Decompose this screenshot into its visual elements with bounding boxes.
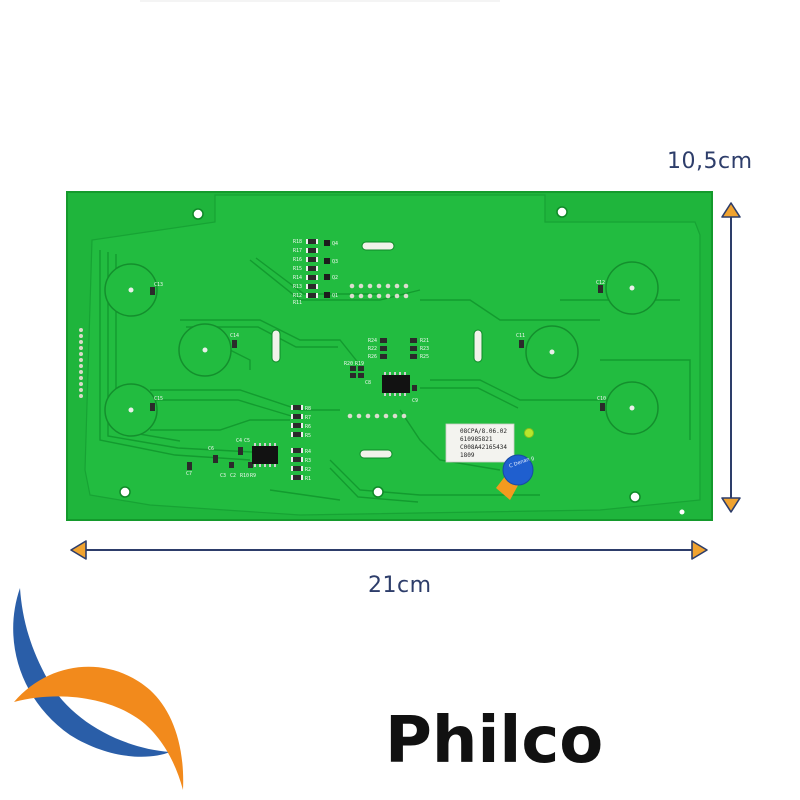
brand-wordmark: Philco xyxy=(385,704,603,778)
swoosh-orange xyxy=(14,666,184,790)
silk-label: R8 xyxy=(305,406,311,412)
silk-label: R26 xyxy=(368,354,377,360)
silk-label: R5 xyxy=(305,433,311,439)
smd-capacitors xyxy=(150,285,605,470)
silk-label: C9 xyxy=(412,398,418,404)
silk-label: R16 xyxy=(293,257,302,263)
smd-resistors xyxy=(291,239,417,480)
buzzer-disc xyxy=(502,454,534,486)
height-label: 10,5cm xyxy=(667,149,753,174)
silk-label: C7 xyxy=(186,471,192,477)
ic-chips xyxy=(252,372,410,467)
width-dimension: 21cm xyxy=(70,540,708,598)
board-edge xyxy=(66,191,713,521)
silk-label: C11 xyxy=(516,333,525,339)
arrow-up-icon xyxy=(721,202,741,218)
silk-label: R6 xyxy=(305,424,311,430)
sticker-line-3: C008A42165434 xyxy=(460,444,507,451)
silk-label: C15 xyxy=(154,396,163,402)
ic-secondary xyxy=(252,446,278,464)
silk-label: R25 xyxy=(420,354,429,360)
philco-swoosh-icon xyxy=(13,588,184,790)
arrow-down-icon xyxy=(721,497,741,513)
circuit-board: C13 C12 C14 C11 C15 C10 Q4 Q3 Q2 Q1 R18 … xyxy=(66,191,713,521)
swoosh-blue xyxy=(13,588,171,757)
board-sticker: 08CPA/8.06.02 610985821 C008A42165434 18… xyxy=(445,423,515,463)
silk-label: R10 xyxy=(240,473,249,479)
silk-label: R18 xyxy=(293,239,302,245)
silk-label: R9 xyxy=(250,473,256,479)
silk-label: R13 xyxy=(293,284,302,290)
sticker-line-4: 1809 xyxy=(460,452,475,459)
silk-label: R21 xyxy=(420,338,429,344)
silkscreen-labels: C13 C12 C14 C11 C15 C10 Q4 Q3 Q2 Q1 R18 … xyxy=(154,239,606,482)
silk-label: C12 xyxy=(596,280,605,286)
silk-label: C6 xyxy=(208,446,214,452)
silk-label: R7 xyxy=(305,415,311,421)
sticker-line-1: 08CPA/8.06.02 xyxy=(460,428,507,435)
silk-label: R24 xyxy=(368,338,377,344)
silk-label: C4 xyxy=(236,438,242,444)
silk-label: R17 xyxy=(293,248,302,254)
silk-label: R22 xyxy=(368,346,377,352)
silk-label: C13 xyxy=(154,282,163,288)
silk-label: Q3 xyxy=(332,259,338,265)
led-indicator xyxy=(524,428,534,438)
silk-label: Q2 xyxy=(332,275,338,281)
silk-label: C10 xyxy=(597,396,606,402)
silk-label: R14 xyxy=(293,275,302,281)
silk-label: R11 xyxy=(293,300,302,306)
fiducial xyxy=(679,509,685,515)
ground-pour xyxy=(84,194,701,516)
silk-label: C14 xyxy=(230,333,239,339)
silk-label: C3 xyxy=(220,473,226,479)
silk-label: R15 xyxy=(293,266,302,272)
height-dimension: 10,5cm xyxy=(667,149,753,513)
silk-label: Q4 xyxy=(332,241,338,247)
silk-label: Q1 xyxy=(332,293,338,299)
arrow-right-icon xyxy=(691,540,708,560)
silk-label: R1 xyxy=(305,476,311,482)
trace-group xyxy=(99,250,691,503)
silk-label: C2 xyxy=(230,473,236,479)
silk-label: R2 xyxy=(305,467,311,473)
width-label: 21cm xyxy=(368,573,432,598)
silk-label: R23 xyxy=(420,346,429,352)
touch-pad-centers xyxy=(128,285,635,413)
edge-connector xyxy=(79,328,83,398)
buzzer-component: C Denan g xyxy=(496,454,535,500)
sticker-line-2: 610985821 xyxy=(460,436,493,443)
transistors xyxy=(324,240,330,298)
mounting-holes xyxy=(119,206,641,503)
silk-label: R3 xyxy=(305,458,311,464)
silk-label: C8 xyxy=(365,380,371,386)
silk-label: R4 xyxy=(305,449,311,455)
header-pins xyxy=(347,283,409,419)
silk-label: R20 xyxy=(344,361,353,367)
silk-label: R12 xyxy=(293,293,302,299)
ic-main xyxy=(382,375,410,393)
slot-cutouts xyxy=(271,241,483,459)
silk-label: R19 xyxy=(355,361,364,367)
silk-label: C5 xyxy=(244,438,250,444)
arrow-left-icon xyxy=(70,540,87,560)
